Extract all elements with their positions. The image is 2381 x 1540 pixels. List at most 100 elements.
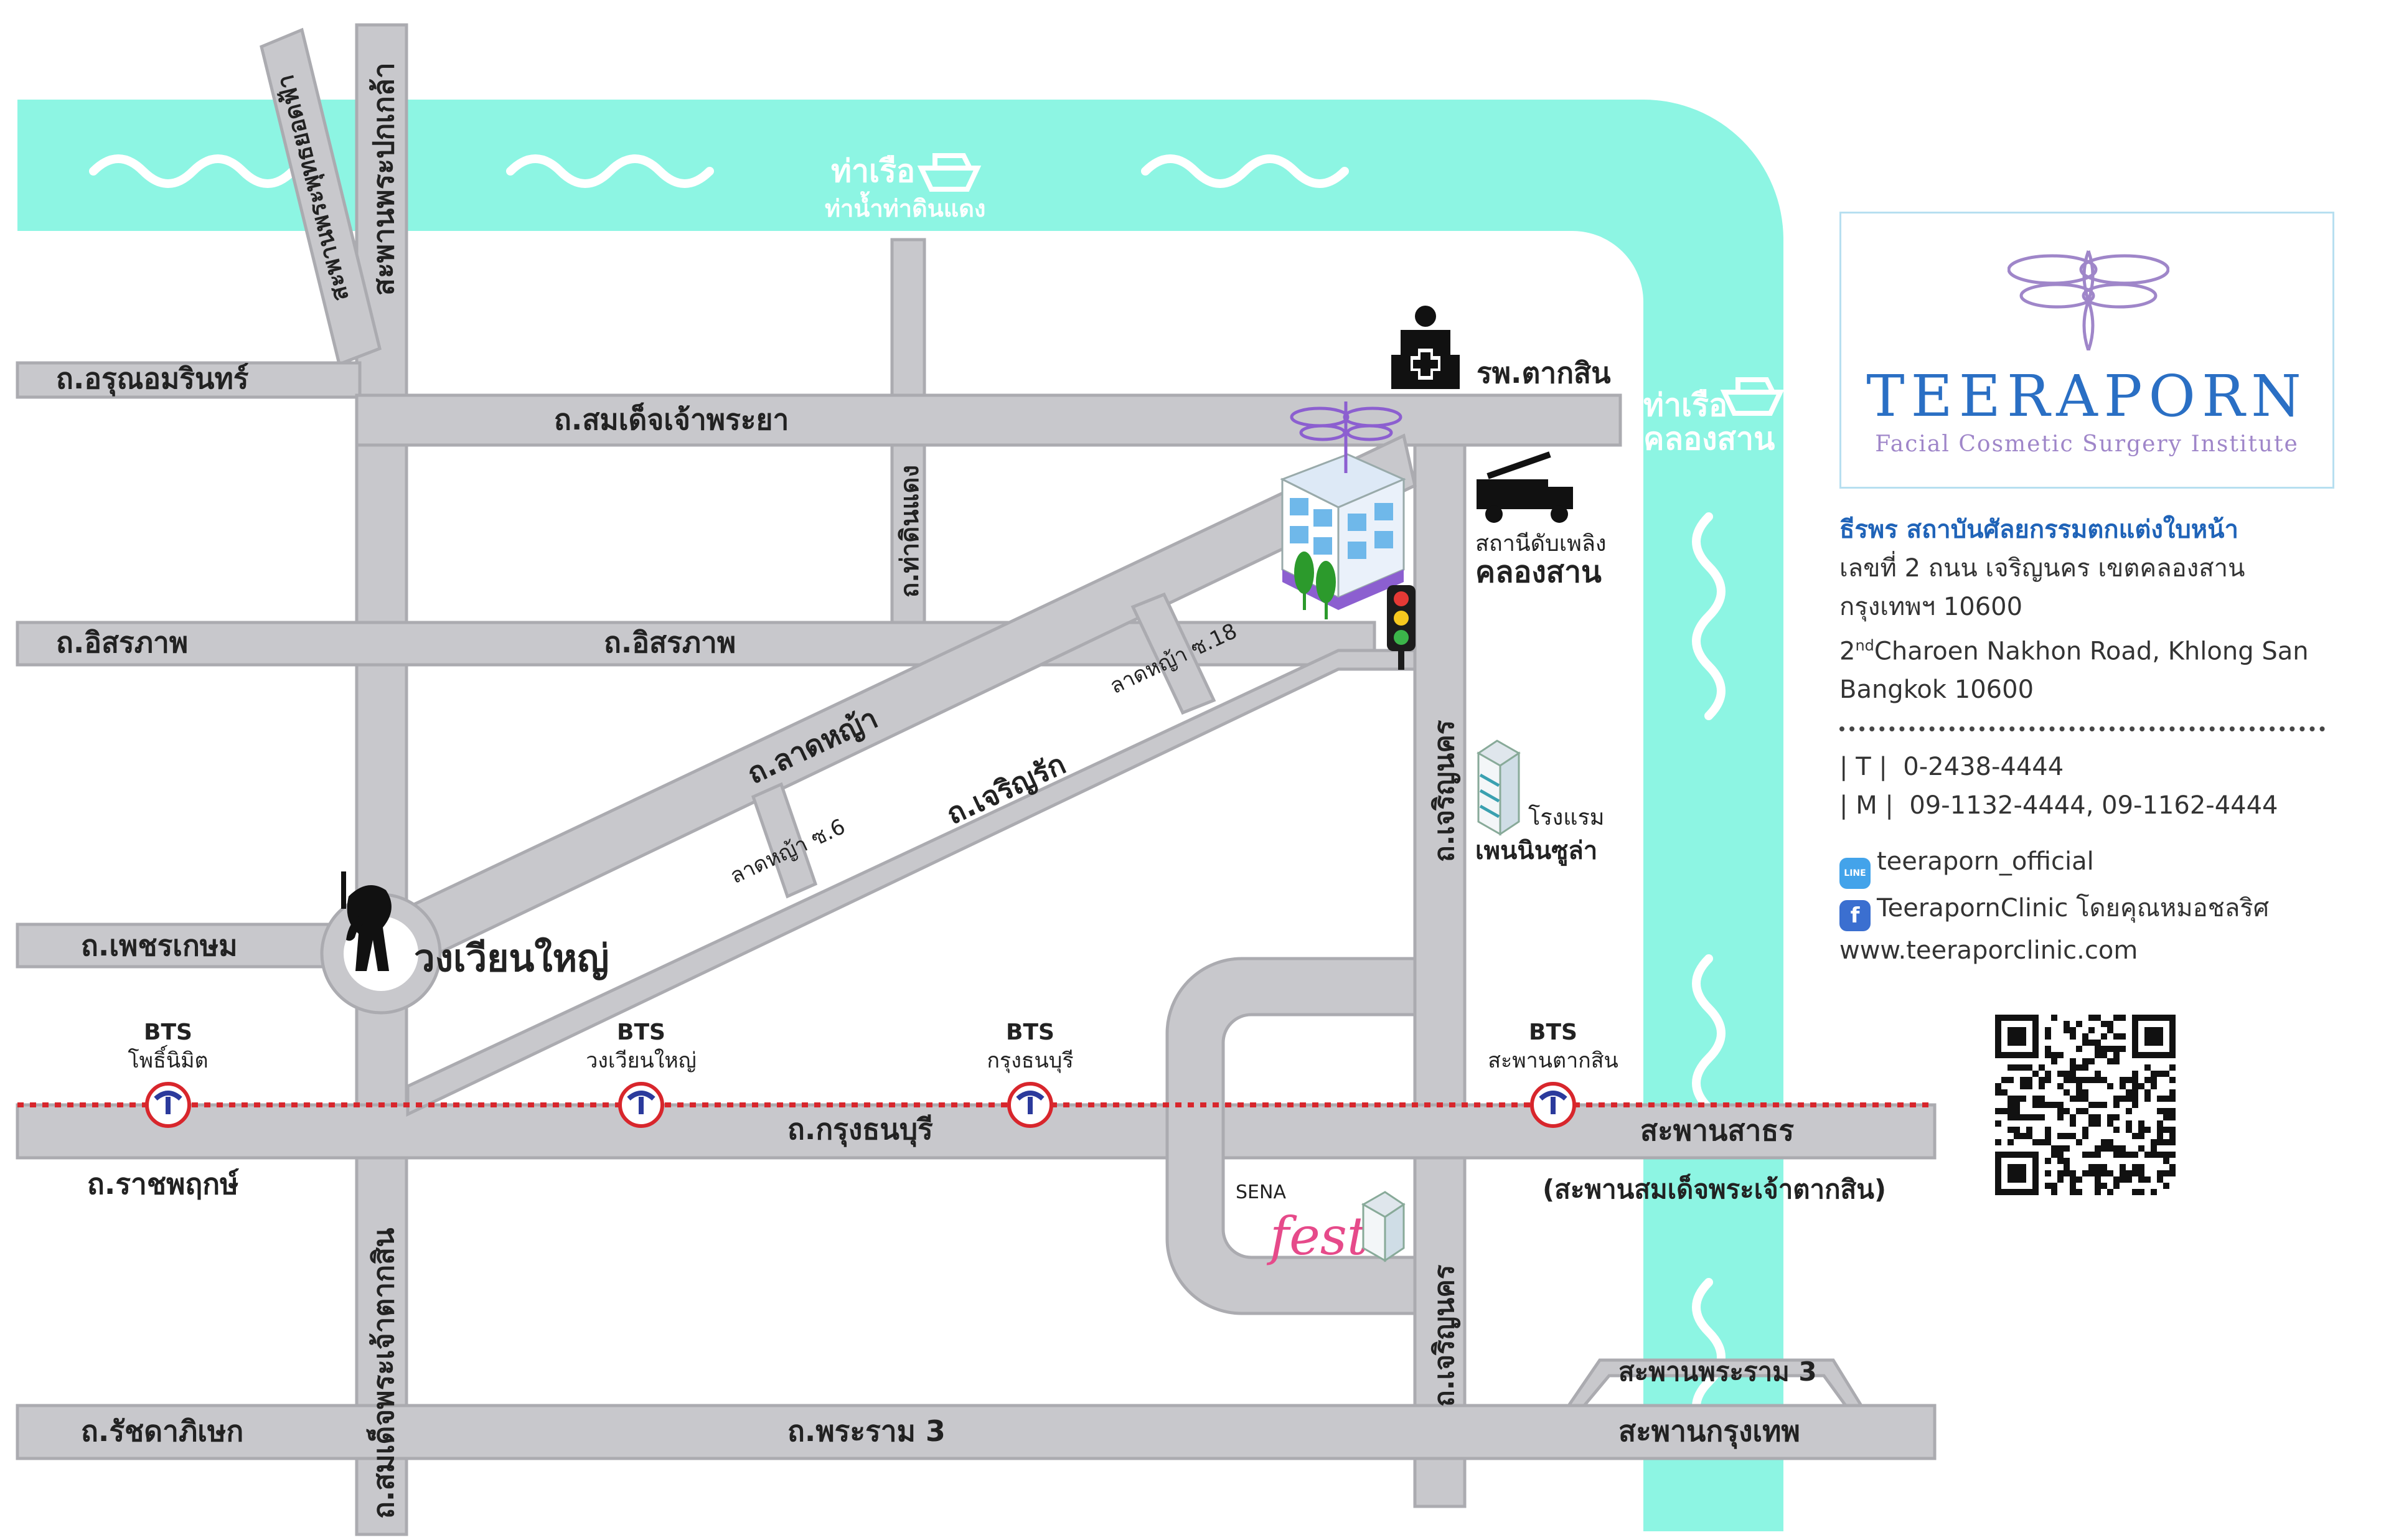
qr-module: [2076, 1021, 2082, 1027]
qr-module: [2082, 1170, 2088, 1176]
clinic-name: ธีรพร สถาบันศัลยกรรมตกแต่งใบหน้า: [1839, 515, 2238, 544]
qr-module: [2101, 1046, 2107, 1052]
label-sathorn-bridge-alt: (สะพานสมเด็จพระเจ้าตากสิน): [1543, 1173, 1886, 1204]
qr-module: [2051, 1015, 2057, 1021]
qr-module: [2095, 1114, 2101, 1120]
hotel-label-2: เพนนินซูล่า: [1475, 837, 1597, 866]
qr-module: [2051, 1152, 2057, 1158]
qr-module: [2082, 1127, 2088, 1133]
qr-module: [2107, 1139, 2113, 1145]
qr-module: [2101, 1145, 2107, 1152]
qr-module: [2020, 1083, 2026, 1089]
address-en-suffix: nd: [1855, 637, 1874, 654]
qr-module: [2138, 1083, 2144, 1089]
qr-module: [2113, 1152, 2120, 1158]
line-id[interactable]: teeraporn_official: [1877, 847, 2094, 876]
label-ratchaphruek: ถ.ราชพฤกษ์: [87, 1167, 240, 1201]
qr-module: [2032, 1071, 2039, 1077]
qr-module: [2101, 1102, 2107, 1108]
clinic-building-icon: [1280, 401, 1406, 619]
qr-module: [2120, 1170, 2126, 1176]
qr-module: [2064, 1021, 2070, 1027]
qr-module: [2132, 1071, 2138, 1077]
qr-module: [2045, 1071, 2051, 1077]
label-wongwian-yai: วงเวียนใหญ่: [414, 937, 609, 980]
qr-module: [2088, 1027, 2095, 1033]
bts-stations: BTSโพธิ์นิมิตBTSวงเวียนใหญ่BTSกรุงธนบุรี…: [128, 1020, 1618, 1128]
qr-module: [2151, 1071, 2157, 1077]
qr-module: [2163, 1096, 2169, 1102]
road-phuttayotfa: [260, 27, 382, 367]
qr-module: [2076, 1176, 2082, 1183]
qr-module: [2070, 1027, 2076, 1033]
qr-module: [2045, 1102, 2051, 1108]
monument-icon: [341, 871, 392, 971]
qr-module: [2144, 1077, 2151, 1083]
dragonfly-logo-icon: [1290, 401, 1402, 473]
qr-module: [2082, 1096, 2088, 1102]
qr-module: [2082, 1108, 2088, 1114]
qr-module: [2076, 1108, 2082, 1114]
phone-label: | T |: [1839, 753, 1887, 782]
qr-code-icon[interactable]: [1995, 1015, 2176, 1195]
qr-module: [2070, 1071, 2076, 1077]
qr-module: [2051, 1058, 2057, 1064]
traffic-light-icon: [1387, 585, 1416, 670]
facebook-icon: f: [1839, 900, 1871, 932]
qr-module: [2057, 1083, 2064, 1089]
label-charoen-nakhon-lower: ถ.เจริญนคร: [1429, 1264, 1460, 1407]
qr-module: [2076, 1189, 2082, 1195]
qr-module: [2082, 1033, 2088, 1040]
label-tha-din-daeng: ถ.ท่าดินแดง: [896, 465, 924, 598]
label-memorial-bridge: สะพานพระปกเกล้า: [367, 62, 400, 296]
qr-module: [2008, 1064, 2014, 1071]
qr-module: [2076, 1046, 2082, 1052]
address-en-2: Bangkok 10600: [1839, 675, 2034, 705]
qr-module: [2045, 1158, 2051, 1164]
phone-number[interactable]: 0-2438-4444: [1903, 753, 2064, 782]
address-th-1: เลขที่ 2 ถนน เจริญนคร เขตคลองสาน: [1839, 554, 2245, 583]
qr-module: [2057, 1071, 2064, 1077]
mobile-numbers[interactable]: 09-1132-4444, 09-1162-4444: [1909, 791, 2278, 820]
qr-module: [2051, 1145, 2057, 1152]
qr-module: [2020, 1114, 2026, 1120]
qr-module: [2120, 1046, 2126, 1052]
qr-module: [2057, 1133, 2064, 1139]
qr-module: [2076, 1064, 2082, 1071]
qr-module: [2095, 1052, 2101, 1058]
qr-module: [2032, 1096, 2039, 1102]
qr-module: [2082, 1077, 2088, 1083]
roads: [16, 23, 1937, 1536]
qr-module: [2008, 1108, 2014, 1114]
facebook-name[interactable]: TeerapornClinic โดยคุณหมอชลริศ: [1877, 894, 2270, 923]
label-arun-amarin: ถ.อรุณอมรินทร์: [56, 362, 249, 397]
qr-module: [2014, 1096, 2020, 1102]
qr-module: [2095, 1071, 2101, 1077]
qr-module: [2039, 1077, 2045, 1083]
qr-module: [2026, 1083, 2032, 1089]
qr-module: [2138, 1120, 2144, 1127]
qr-module: [2095, 1170, 2101, 1176]
brand-name: TEERAPORN: [1866, 363, 2308, 430]
qr-module: [2101, 1170, 2107, 1176]
label-itsaraphap-left: ถ.อิสรภาพ: [56, 626, 188, 659]
qr-module: [2107, 1170, 2113, 1176]
qr-module: [2138, 1164, 2144, 1170]
website[interactable]: www.teeraporclinic.com: [1839, 936, 2138, 965]
qr-module: [2070, 1183, 2076, 1189]
fire-station-label-1: สถานีดับเพลิง: [1475, 531, 1607, 556]
bts-label: BTS: [1529, 1020, 1577, 1045]
pier-khlong-san-title: ท่าเรือ: [1643, 387, 1727, 423]
qr-module: [2082, 1040, 2088, 1046]
qr-module: [2132, 1189, 2138, 1195]
road-loop: [1165, 957, 1417, 1315]
qr-module: [2088, 1164, 2095, 1170]
qr-module: [2064, 1108, 2070, 1114]
qr-module: [2113, 1127, 2120, 1133]
qr-module: [2126, 1127, 2132, 1133]
qr-module: [2088, 1170, 2095, 1176]
bts-label: BTS: [1006, 1020, 1054, 1045]
qr-module: [2064, 1170, 2070, 1176]
